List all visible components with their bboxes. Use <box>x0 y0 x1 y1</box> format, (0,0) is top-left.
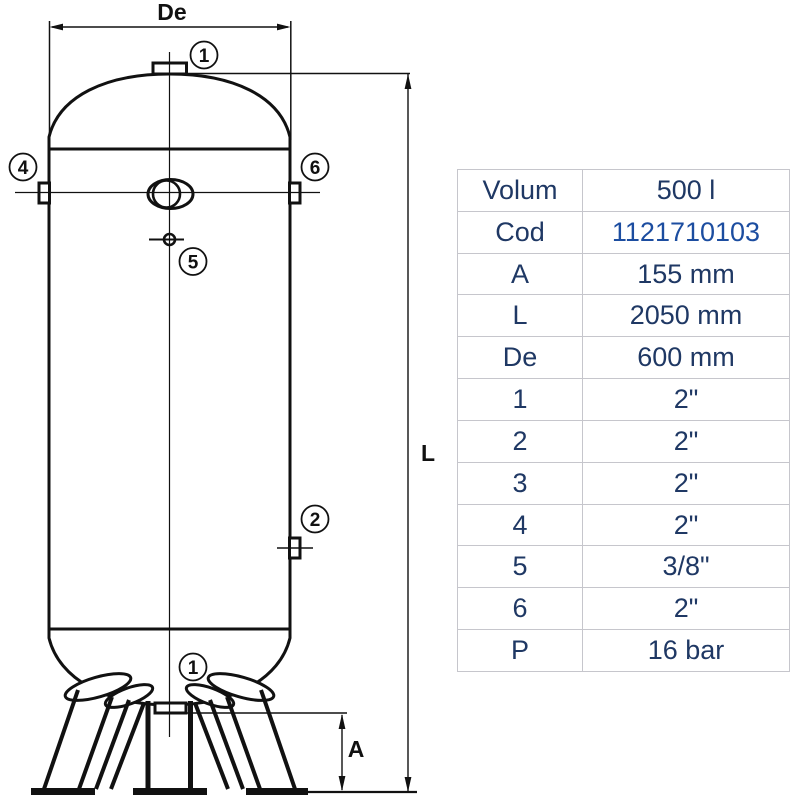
bottom-nozzle <box>153 701 188 715</box>
row-label: Volum <box>458 170 583 212</box>
row-value: 2" <box>583 379 790 421</box>
svg-text:1: 1 <box>199 46 210 67</box>
leg-pad <box>184 683 236 709</box>
dim-a <box>183 712 417 794</box>
svg-text:1: 1 <box>188 658 199 679</box>
row-label: 2 <box>458 420 583 463</box>
row-value: 1121710103 <box>583 211 790 254</box>
row-label: Cod <box>458 211 583 254</box>
row-value: 155 mm <box>583 253 790 296</box>
row-value: 2" <box>583 420 790 463</box>
row-label: 3 <box>458 462 583 505</box>
handhole-opening <box>151 179 182 209</box>
leg-pad <box>103 683 155 709</box>
dim-de-label: De <box>157 0 186 25</box>
row-label: 4 <box>458 504 583 547</box>
tank-drawing: De L A 1 4 6 <box>8 0 435 795</box>
callout-numbers: 1 4 6 5 2 1 <box>18 46 321 679</box>
callout-bottom-connection <box>178 652 208 682</box>
row-value: 2" <box>583 504 790 547</box>
leg-pad <box>63 672 133 702</box>
callout-small-port <box>178 247 208 276</box>
row-label: 5 <box>458 546 583 589</box>
svg-text:4: 4 <box>18 158 29 179</box>
row-label: 6 <box>458 588 583 631</box>
row-value: 2" <box>583 462 790 505</box>
svg-text:6: 6 <box>310 158 321 179</box>
leg-pad <box>206 672 276 702</box>
dim-l <box>187 72 412 792</box>
row-value: 2050 mm <box>583 295 790 338</box>
row-label: A <box>458 253 583 296</box>
row-value: 16 bar <box>583 630 790 672</box>
callout-right-flange <box>300 152 330 182</box>
callout-left-flange <box>8 152 38 182</box>
dim-de <box>48 21 292 140</box>
row-value: 2" <box>583 588 790 631</box>
callouts <box>8 40 330 682</box>
row-label: L <box>458 295 583 338</box>
svg-text:5: 5 <box>188 253 199 274</box>
dim-l-label: L <box>421 440 435 466</box>
row-value: 500 l <box>583 170 790 212</box>
row-label: De <box>458 337 583 380</box>
handhole-pad <box>146 178 195 210</box>
callout-top-connection <box>189 40 219 70</box>
centerlines <box>15 52 320 737</box>
row-label: 1 <box>458 379 583 421</box>
small-port-symbol <box>162 232 177 247</box>
row-value: 600 mm <box>583 337 790 380</box>
dim-a-label: A <box>348 736 365 762</box>
row-label: P <box>458 630 583 672</box>
row-value: 3/8" <box>583 546 790 589</box>
callout-lower-side-connection <box>300 504 330 534</box>
svg-text:2: 2 <box>310 510 321 531</box>
